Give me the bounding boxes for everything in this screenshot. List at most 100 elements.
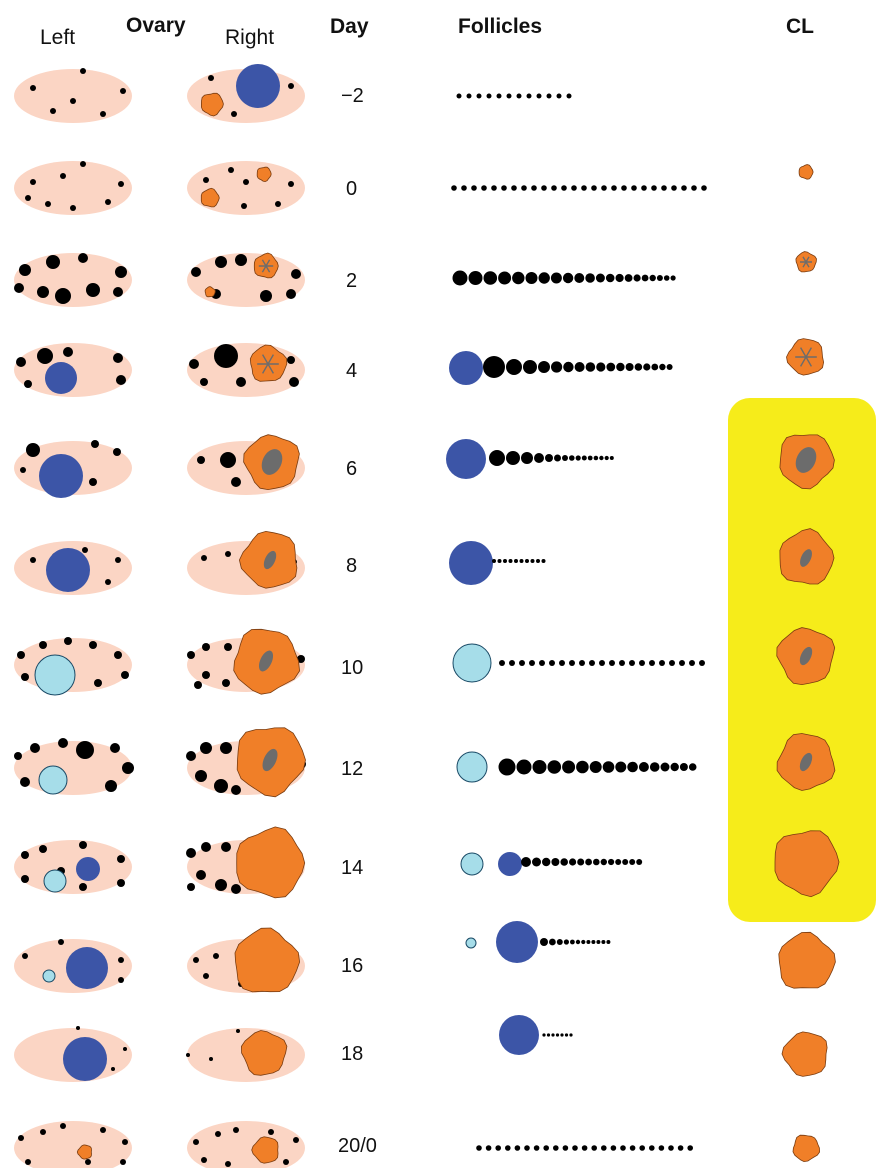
- follicle-dot: [651, 185, 657, 191]
- small-follicle: [275, 201, 281, 207]
- small-follicle: [186, 848, 196, 858]
- small-follicle: [118, 977, 124, 983]
- follicle-dot: [489, 450, 505, 466]
- follicle-dot: [641, 274, 649, 282]
- follicle-dot: [471, 185, 477, 191]
- follicle-dot: [606, 362, 616, 372]
- follicle-dot: [468, 271, 483, 285]
- follicle-dot: [687, 1145, 693, 1151]
- follicle-dot: [574, 362, 585, 372]
- follicle-dot: [581, 939, 586, 945]
- atretic-follicle: [38, 765, 68, 795]
- follicle-dot: [506, 359, 522, 375]
- small-follicle: [122, 762, 134, 774]
- follicle-dot: [491, 185, 497, 191]
- small-follicle: [25, 1159, 31, 1165]
- left-ovary: [14, 840, 132, 894]
- follicle-dot: [701, 185, 707, 191]
- follicle-dot: [591, 1145, 597, 1151]
- small-follicle: [215, 256, 227, 268]
- follicle-dot: [634, 363, 643, 371]
- dominant-follicle: [39, 454, 83, 498]
- cl-cavity: [258, 650, 274, 672]
- follicle-dot: [572, 1145, 578, 1151]
- corpus-luteum: [256, 166, 272, 183]
- follicle-dot: [519, 660, 525, 666]
- small-follicle: [70, 98, 76, 104]
- small-follicle: [24, 380, 32, 388]
- small-follicle: [196, 870, 206, 880]
- small-follicle: [114, 651, 122, 659]
- follicle-dot: [609, 660, 615, 666]
- atretic-follicle: [456, 751, 488, 783]
- follicle-dot: [561, 185, 567, 191]
- corpus-luteum: [204, 286, 216, 298]
- small-follicle: [20, 467, 26, 473]
- small-follicle: [80, 68, 86, 74]
- follicle-dot: [562, 272, 574, 284]
- small-follicle: [260, 290, 272, 302]
- follicle-dot: [511, 185, 517, 191]
- small-follicle: [268, 1129, 274, 1135]
- dominant-follicle: [66, 947, 108, 989]
- follicle-dot: [649, 1145, 655, 1151]
- small-follicle: [200, 378, 208, 386]
- follicle-dot: [551, 858, 560, 866]
- day-label: 0: [346, 178, 358, 200]
- small-follicle: [16, 357, 26, 367]
- follicle-dot: [452, 270, 468, 286]
- corpus-luteum: [798, 164, 814, 180]
- small-follicle: [21, 673, 29, 681]
- day-label: −2: [341, 85, 364, 107]
- follicle-dot: [506, 93, 512, 99]
- follicle-dot: [564, 1033, 569, 1037]
- follicle-dot: [679, 660, 685, 666]
- small-follicle: [191, 267, 201, 277]
- follicle-dot: [536, 559, 540, 563]
- small-follicle: [222, 679, 230, 687]
- small-follicle: [86, 283, 100, 297]
- follicle-dot: [575, 455, 581, 461]
- day-label: 16: [341, 955, 364, 977]
- follicle-dot: [639, 660, 645, 666]
- follicle-dot: [541, 559, 546, 563]
- follicle-dot: [585, 362, 596, 372]
- dominant-follicle: [45, 362, 77, 394]
- small-follicle: [203, 973, 209, 979]
- small-follicle: [21, 851, 29, 859]
- day-label: 2: [346, 270, 358, 292]
- atretic-follicle: [42, 969, 56, 983]
- day-label: 12: [341, 758, 364, 780]
- follicle-dot: [666, 364, 673, 370]
- follicle-dot: [608, 858, 615, 866]
- small-follicle: [287, 356, 295, 364]
- follicle-dot: [476, 1145, 482, 1151]
- follicle-dot: [641, 185, 647, 191]
- follicle-dot: [512, 271, 525, 285]
- small-follicle: [100, 111, 106, 117]
- follicle-dot: [615, 761, 627, 773]
- dominant-follicle: [76, 857, 100, 881]
- small-follicle: [111, 1067, 115, 1071]
- follicle-dot: [677, 1145, 684, 1151]
- left-ovary: [14, 69, 132, 123]
- follicle-dot: [496, 93, 502, 99]
- follicle-dot: [570, 939, 575, 945]
- follicle-dot: [526, 93, 532, 99]
- follicle-dot: [571, 185, 577, 191]
- follicle-dot: [534, 453, 544, 463]
- small-follicle: [113, 353, 123, 363]
- follicle-dot: [651, 363, 659, 371]
- follicle-dot: [542, 1033, 546, 1037]
- small-follicle: [291, 269, 301, 279]
- follicle-dot: [670, 762, 679, 772]
- small-follicle: [60, 1123, 66, 1129]
- small-follicle: [85, 1159, 91, 1165]
- follicle-dot: [501, 185, 507, 191]
- follicle-dot: [681, 185, 687, 191]
- follicle-dot: [509, 660, 515, 666]
- follicle-dot: [505, 1145, 511, 1151]
- small-follicle: [288, 181, 294, 187]
- follicle-dot: [601, 1145, 607, 1151]
- small-follicle: [91, 440, 99, 448]
